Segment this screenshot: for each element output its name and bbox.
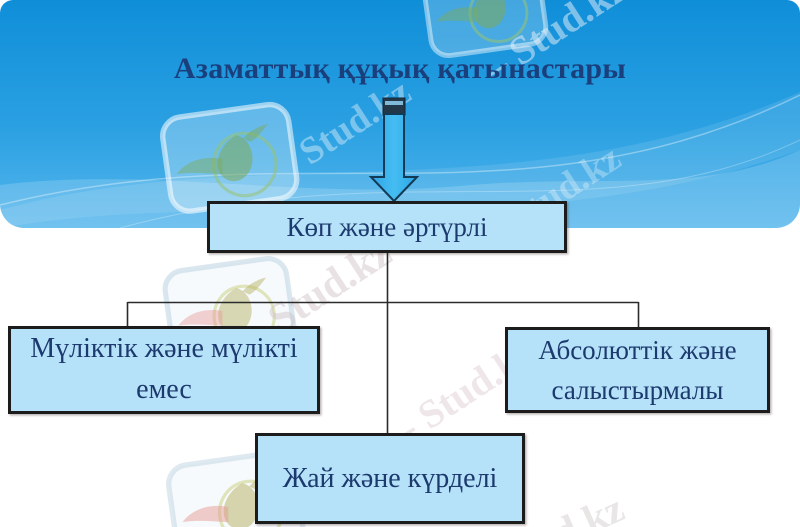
node-root-label: Көп және әртүрлі: [286, 211, 488, 242]
node-left: Мүліктік және мүлікті емес: [8, 326, 320, 414]
slide-title: Азаматтық құқық қатынастары: [173, 52, 627, 85]
down-arrow-icon: [368, 97, 420, 203]
node-right-label: Абсолюттік және салыстырмалы: [538, 334, 737, 406]
node-right: Абсолюттік және салыстырмалы: [505, 327, 770, 413]
node-bottom-label: Жай және күрделі: [282, 462, 498, 494]
node-root: Көп және әртүрлі: [207, 201, 567, 253]
branch-connectors: [126, 253, 640, 433]
node-left-label: Мүліктік және мүлікті емес: [30, 333, 298, 405]
node-bottom: Жай және күрделі: [255, 433, 525, 524]
